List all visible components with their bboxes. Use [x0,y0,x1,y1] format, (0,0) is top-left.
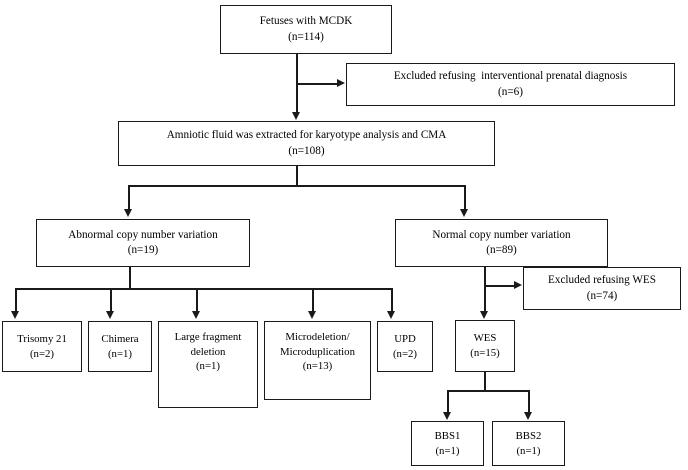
arrow-normal-cnv-to-excluded-wes [514,281,522,289]
connector-wes-to-bbs1 [447,390,449,413]
arrow-wes-to-bbs2 [524,412,532,420]
node-wes: WES (n=15) [455,320,515,372]
node-trisomy-21: Trisomy 21 (n=2) [2,321,82,372]
arrow-amniotic-to-abnormal-cnv [124,209,132,217]
node-label-line2: Microduplication [280,345,355,358]
node-count: (n=114) [288,30,324,43]
node-bbs1: BBS1 (n=1) [411,421,484,466]
node-label: Excluded refusing WES [548,274,656,287]
connector-abnormal-to-chimera [110,288,112,313]
connector-abnormal-trunk [129,267,131,289]
connector-wes-split-bar [447,390,529,392]
arrow-amniotic-to-normal-cnv [460,209,468,217]
node-label-line2: deletion [190,345,226,358]
node-count: (n=19) [127,244,159,256]
node-fetuses-with-mcdk: Fetuses with MCDK (n=114) [220,5,392,54]
node-label-line1: Microdeletion/ [285,331,350,343]
arrow-to-microdeletion-microduplication [308,311,316,319]
node-label: Abnormal copy number variation [68,228,218,241]
node-label: Excluded refusing interventional prenata… [393,70,628,83]
node-microdeletion-microduplication: Microdeletion/ Microduplication (n=13) [264,321,371,400]
node-label: BBS2 [515,429,542,442]
connector-abnormal-to-trisomy21 [15,288,17,313]
node-count: (n=6) [498,85,523,98]
arrow-mcdk-to-amniotic [292,112,300,120]
node-bbs2: BBS2 (n=1) [492,421,565,466]
node-count: (n=1) [435,444,460,457]
node-label: BBS1 [434,429,461,442]
node-count: (n=15) [470,347,500,359]
node-count: (n=2) [29,347,55,360]
connector-amniotic-trunk [296,166,298,186]
connector-amniotic-split-bar [128,185,465,187]
connector-abnormal-split-bar [15,288,392,290]
node-amniotic-fluid-karyotype-cma: Amniotic fluid was extracted for karyoty… [118,121,495,166]
connector-normal-trunk [484,267,486,313]
arrow-mcdk-to-excluded-ipd [337,79,345,87]
node-label: Trisomy 21 [17,332,67,345]
node-count: (n=13) [302,360,333,373]
node-label: UPD [394,332,416,345]
connector-wes-trunk [484,372,486,391]
node-large-fragment-deletion: Large fragment deletion (n=1) [158,321,258,408]
node-count: (n=1) [195,360,221,373]
node-abnormal-copy-number-variation: Abnormal copy number variation (n=19) [36,219,250,267]
connector-amniotic-to-normal [464,185,466,211]
node-label: WES [473,332,497,345]
connector-abnormal-to-microdel [312,288,314,313]
node-upd: UPD (n=2) [377,321,433,372]
arrow-to-trisomy21 [11,311,19,319]
node-count: (n=89) [486,244,517,256]
node-label: Amniotic fluid was extracted for karyoty… [166,129,447,142]
arrow-to-chimera [106,311,114,319]
node-excluded-refusing-interventional-prenatal-diagnosis: Excluded refusing interventional prenata… [346,63,675,106]
node-label: Fetuses with MCDK [259,15,353,28]
node-count: (n=1) [516,444,541,457]
arrow-normal-cnv-to-wes [480,311,488,319]
node-label: Chimera [101,332,139,345]
node-label-line1: Large fragment [174,331,242,343]
connector-normal-to-excluded-wes [484,285,514,287]
connector-amniotic-to-abnormal [128,185,130,211]
connector-mcdk-to-excluded-ipd [296,83,337,85]
node-normal-copy-number-variation: Normal copy number variation (n=89) [395,219,608,267]
node-excluded-refusing-wes: Excluded refusing WES (n=74) [523,267,681,310]
connector-wes-to-bbs2 [528,390,530,413]
connector-abnormal-to-large-fragment [196,288,198,313]
node-count: (n=1) [107,347,133,360]
arrow-wes-to-bbs1 [443,412,451,420]
node-count: (n=2) [392,347,418,360]
node-label: Normal copy number variation [432,228,571,241]
connector-abnormal-to-upd [391,288,393,313]
node-count: (n=74) [586,289,618,302]
node-chimera: Chimera (n=1) [88,321,152,372]
node-count: (n=108) [288,144,325,157]
arrow-to-upd [387,311,395,319]
arrow-to-large-fragment-deletion [192,311,200,319]
